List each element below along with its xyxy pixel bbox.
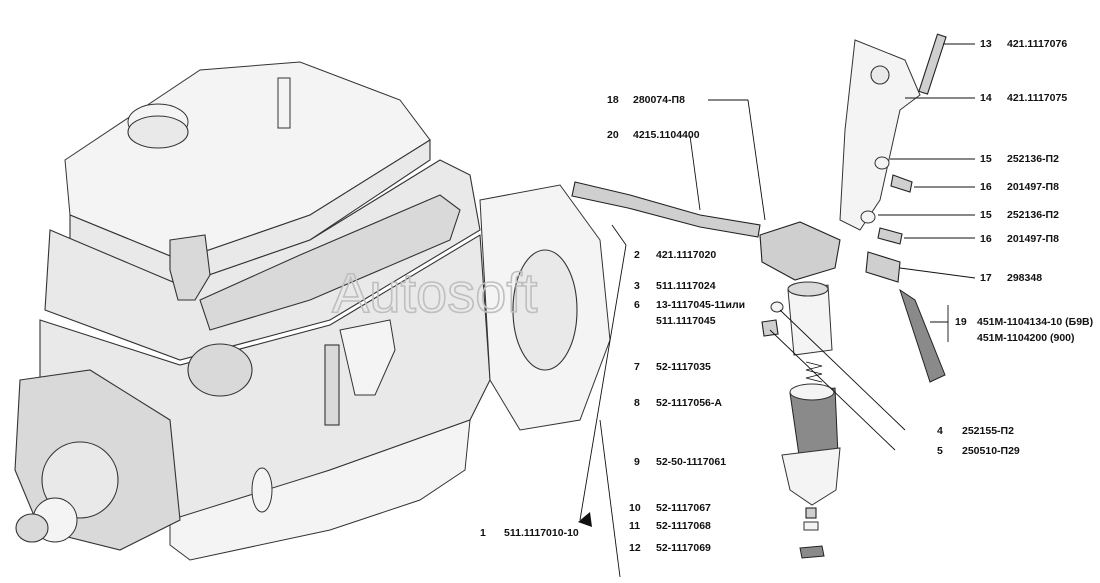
- callout-part-code: 451М-1104200 (900): [977, 332, 1075, 344]
- callout-number: 20: [607, 129, 619, 141]
- fuel-line-fitting: [169, 234, 211, 301]
- callout-part-code: 298348: [1007, 272, 1042, 284]
- intake-manifold: [199, 194, 461, 331]
- callout-number: 16: [980, 233, 992, 245]
- callout-number: 10: [629, 502, 641, 514]
- fuel-pump: [187, 343, 253, 397]
- fuel-filter-assembly: [571, 33, 947, 559]
- filter-bowl-rim: [789, 383, 835, 401]
- filter-element-top: [787, 281, 829, 297]
- bolt-16b: [877, 227, 903, 245]
- callout-part-code: 252136-П2: [1007, 209, 1059, 221]
- callout-number: 15: [980, 209, 992, 221]
- washer-15b: [860, 210, 876, 224]
- callout-number: 3: [634, 280, 640, 292]
- callout-part-code: 201497-П8: [1007, 233, 1059, 245]
- dipstick-tube: [324, 344, 340, 426]
- fuel-hose: [571, 181, 761, 238]
- callout-part-code: 252155-П2: [962, 425, 1014, 437]
- callout-number: 15: [980, 153, 992, 165]
- arrow-head: [578, 512, 592, 527]
- callout-part-code: 52-1117035: [656, 361, 711, 373]
- callout-part-code: 252136-П2: [1007, 153, 1059, 165]
- callout-part-code: 421.1117020: [656, 249, 716, 261]
- callout-part-code: 421.1117075: [1007, 92, 1067, 104]
- leader-lines: [579, 43, 976, 578]
- cylinder-head: [44, 159, 481, 361]
- drain-screw-12: [799, 545, 825, 559]
- mounting-bracket: [839, 39, 921, 231]
- callout-part-code: 52-1117067: [656, 502, 711, 514]
- callout-part-code: 52-1117056-А: [656, 397, 722, 409]
- callout-part-code: 4215.1104400: [633, 129, 700, 141]
- callout-number: 12: [629, 542, 641, 554]
- callout-number: 2: [634, 249, 640, 261]
- callout-number: 18: [607, 94, 619, 106]
- gasket-ring: [770, 301, 784, 313]
- callout-number: 13: [980, 38, 992, 50]
- callout-number: 17: [980, 272, 992, 284]
- callout-number: 8: [634, 397, 640, 409]
- callout-part-code: 511.1117045: [656, 315, 716, 327]
- callout-part-code: 250510-П29: [962, 445, 1020, 457]
- drain-nut: [761, 319, 779, 337]
- callout-number: 19: [955, 316, 967, 328]
- bracket-bolt: [918, 33, 947, 95]
- oil-pan: [169, 419, 471, 561]
- callout-part-code: 511.1117024: [656, 280, 716, 292]
- callout-part-code: 201497-П8: [1007, 181, 1059, 193]
- callout-part-code: 52-1117069: [656, 542, 711, 554]
- callout-number: 1: [480, 527, 486, 539]
- drain-plug-10: [805, 507, 817, 519]
- oil-filter-housing: [339, 319, 396, 396]
- callout-part-code: 451М-1104134-10 (Б9В): [977, 316, 1093, 328]
- engine-assembly: [14, 61, 611, 561]
- washer-15a: [874, 156, 890, 170]
- filter-head: [759, 221, 841, 281]
- callout-number: 11: [629, 520, 640, 532]
- callout-part-code: 511.1117010-10: [504, 527, 579, 539]
- callout-part-code: 421.1117076: [1007, 38, 1067, 50]
- crank-shaft-end: [15, 513, 49, 543]
- callout-part-code: 52-50-1117061: [656, 456, 726, 468]
- breather-tube: [277, 77, 291, 129]
- callout-number: 6: [634, 299, 640, 311]
- callout-number: 16: [980, 181, 992, 193]
- callout-part-code: 280074-П8: [633, 94, 685, 106]
- callout-number: 5: [937, 445, 943, 457]
- callout-number: 14: [980, 92, 992, 104]
- bell-housing-bore: [512, 249, 578, 371]
- oil-filler-cap-rim: [127, 115, 189, 149]
- callout-part-code: 13-1117045-11или: [656, 299, 745, 311]
- watermark: Autosoft: [332, 261, 538, 324]
- fuel-return-hose: [899, 288, 946, 383]
- bracket-hole: [870, 65, 890, 85]
- filter-cup: [781, 447, 841, 506]
- callout-labels: 1 511.1117010-10 2 421.1117020 3 511.1117024 6…: [480, 38, 1093, 554]
- callout-number: 7: [634, 361, 640, 373]
- oil-level-sensor: [251, 467, 273, 513]
- union-fitting: [865, 251, 901, 283]
- callout-number: 4: [937, 425, 943, 437]
- callout-part-code: 52-1117068: [656, 520, 711, 532]
- drain-seal-11: [803, 521, 819, 531]
- callout-number: 9: [634, 456, 640, 468]
- bolt-16a: [890, 174, 913, 193]
